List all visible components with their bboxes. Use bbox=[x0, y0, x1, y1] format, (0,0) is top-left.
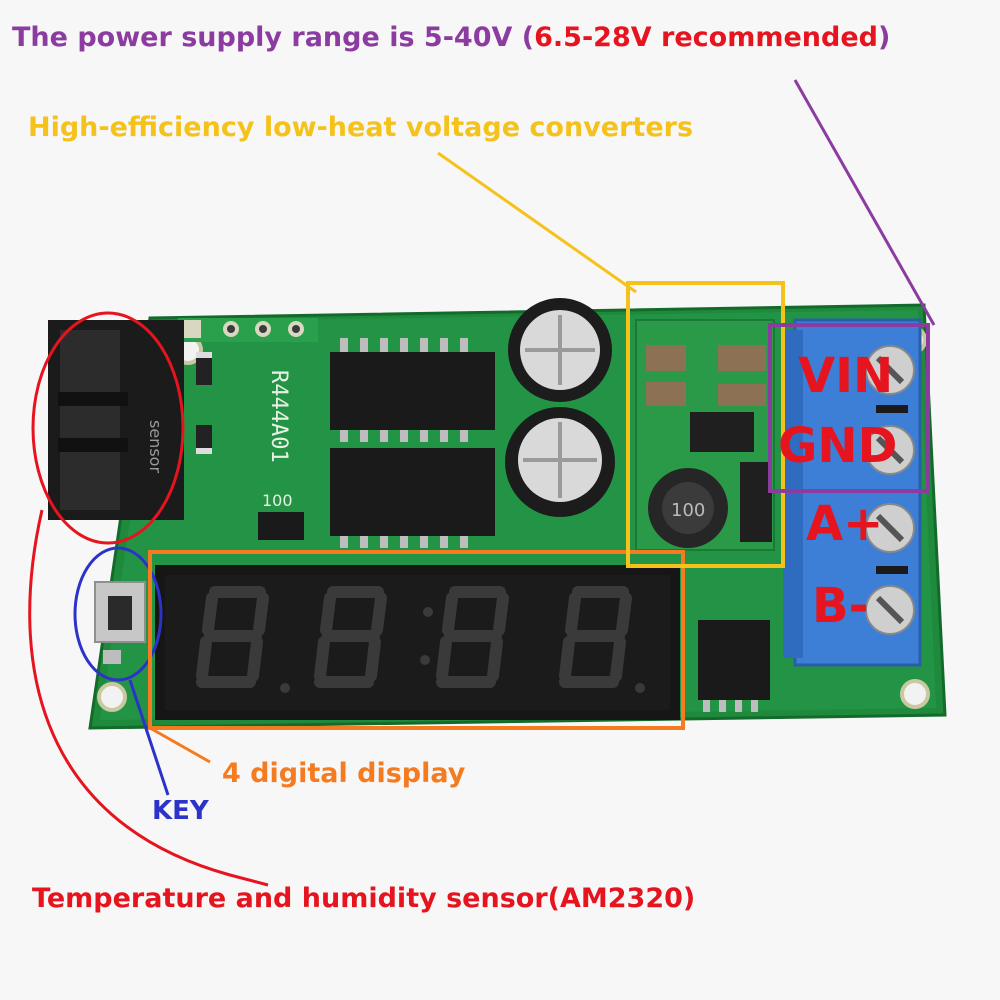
converter-module: 100 bbox=[635, 319, 775, 551]
terminal-label-a-plus: A+ bbox=[806, 496, 884, 552]
terminal-label-vin: VIN bbox=[798, 348, 894, 404]
display-callout-line bbox=[149, 726, 211, 764]
header-pads bbox=[178, 318, 318, 342]
converter-callout-box bbox=[626, 281, 785, 568]
power-callout-line bbox=[793, 79, 936, 326]
humidity-sensor: sensor bbox=[48, 320, 184, 520]
display-callout-box bbox=[148, 550, 685, 730]
tactile-key bbox=[94, 581, 146, 664]
key-callout-line bbox=[128, 679, 170, 796]
power-callout-box bbox=[768, 323, 930, 493]
key-label: KEY bbox=[152, 796, 209, 826]
converter-label: High-efficiency low-heat voltage convert… bbox=[28, 112, 694, 143]
ic-chips bbox=[330, 338, 495, 548]
sensor-text: sensor bbox=[146, 420, 165, 473]
inductor-code: 100 bbox=[671, 500, 705, 521]
power-range-prefix: The power supply range is 5-40V ( bbox=[12, 22, 535, 53]
seven-segment-display bbox=[155, 565, 680, 720]
key-callout-ellipse bbox=[73, 546, 163, 682]
power-range-suffix: ) bbox=[877, 22, 891, 53]
capacitors bbox=[505, 298, 615, 517]
power-range-headline: The power supply range is 5-40V (6.5-28V… bbox=[12, 22, 890, 53]
resistor-code: 100 bbox=[262, 491, 293, 510]
sensor-label: Temperature and humidity sensor(AM2320) bbox=[32, 883, 696, 914]
terminal-label-b-minus: B- bbox=[812, 578, 869, 634]
display-label: 4 digital display bbox=[222, 758, 466, 789]
model-silkscreen: R444A01 bbox=[266, 370, 291, 463]
terminal-label-gnd: GND bbox=[778, 418, 898, 474]
sensor-callout-line bbox=[28, 509, 269, 887]
sensor-callout-ellipse bbox=[31, 311, 185, 545]
converter-callout-line bbox=[437, 151, 637, 294]
driver-ic bbox=[698, 620, 770, 712]
power-range-recommended: 6.5-28V recommended bbox=[534, 22, 878, 53]
